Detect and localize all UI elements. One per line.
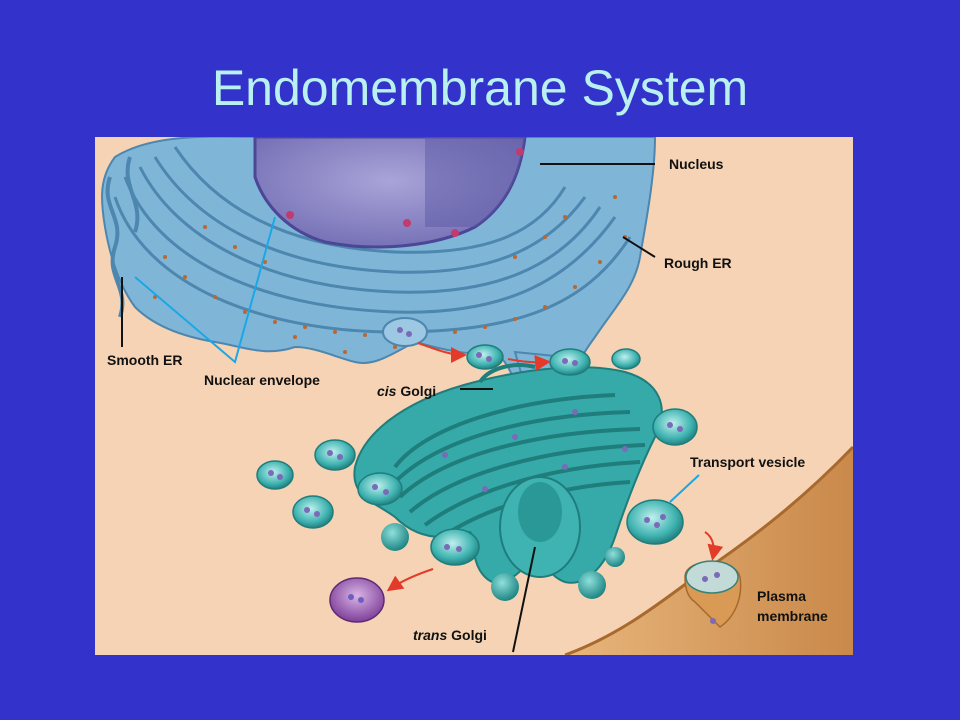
vesicle-er-golgi-1 <box>466 344 504 370</box>
leader-lines <box>121 163 700 653</box>
label-plasma: Plasma <box>757 588 806 604</box>
label-cis-golgi: cis Golgi <box>377 383 436 399</box>
label-nuclear-envelope: Nuclear envelope <box>204 372 320 388</box>
endomembrane-diagram: Nucleus Rough ER Smooth ER Nuclear envel… <box>95 137 853 655</box>
label-rough-er: Rough ER <box>664 255 732 271</box>
nucleus <box>253 137 527 249</box>
transport-vesicles <box>256 344 742 628</box>
label-smooth-er: Smooth ER <box>107 352 182 368</box>
plasma-membrane <box>565 447 853 655</box>
purple-vesicle <box>329 577 385 623</box>
golgi-apparatus <box>353 363 663 584</box>
vesicle-path-arrows <box>386 342 724 592</box>
vesicle-fusing-membrane <box>684 560 742 628</box>
vesicle-to-membrane <box>626 499 684 545</box>
label-nucleus: Nucleus <box>669 156 724 172</box>
label-trans-golgi: trans Golgi <box>413 627 487 643</box>
label-transport-vesicle: Transport vesicle <box>690 454 805 470</box>
label-membrane: membrane <box>757 608 828 624</box>
vesicle-er-golgi-2 <box>549 348 591 376</box>
slide-title: Endomembrane System <box>211 60 749 116</box>
